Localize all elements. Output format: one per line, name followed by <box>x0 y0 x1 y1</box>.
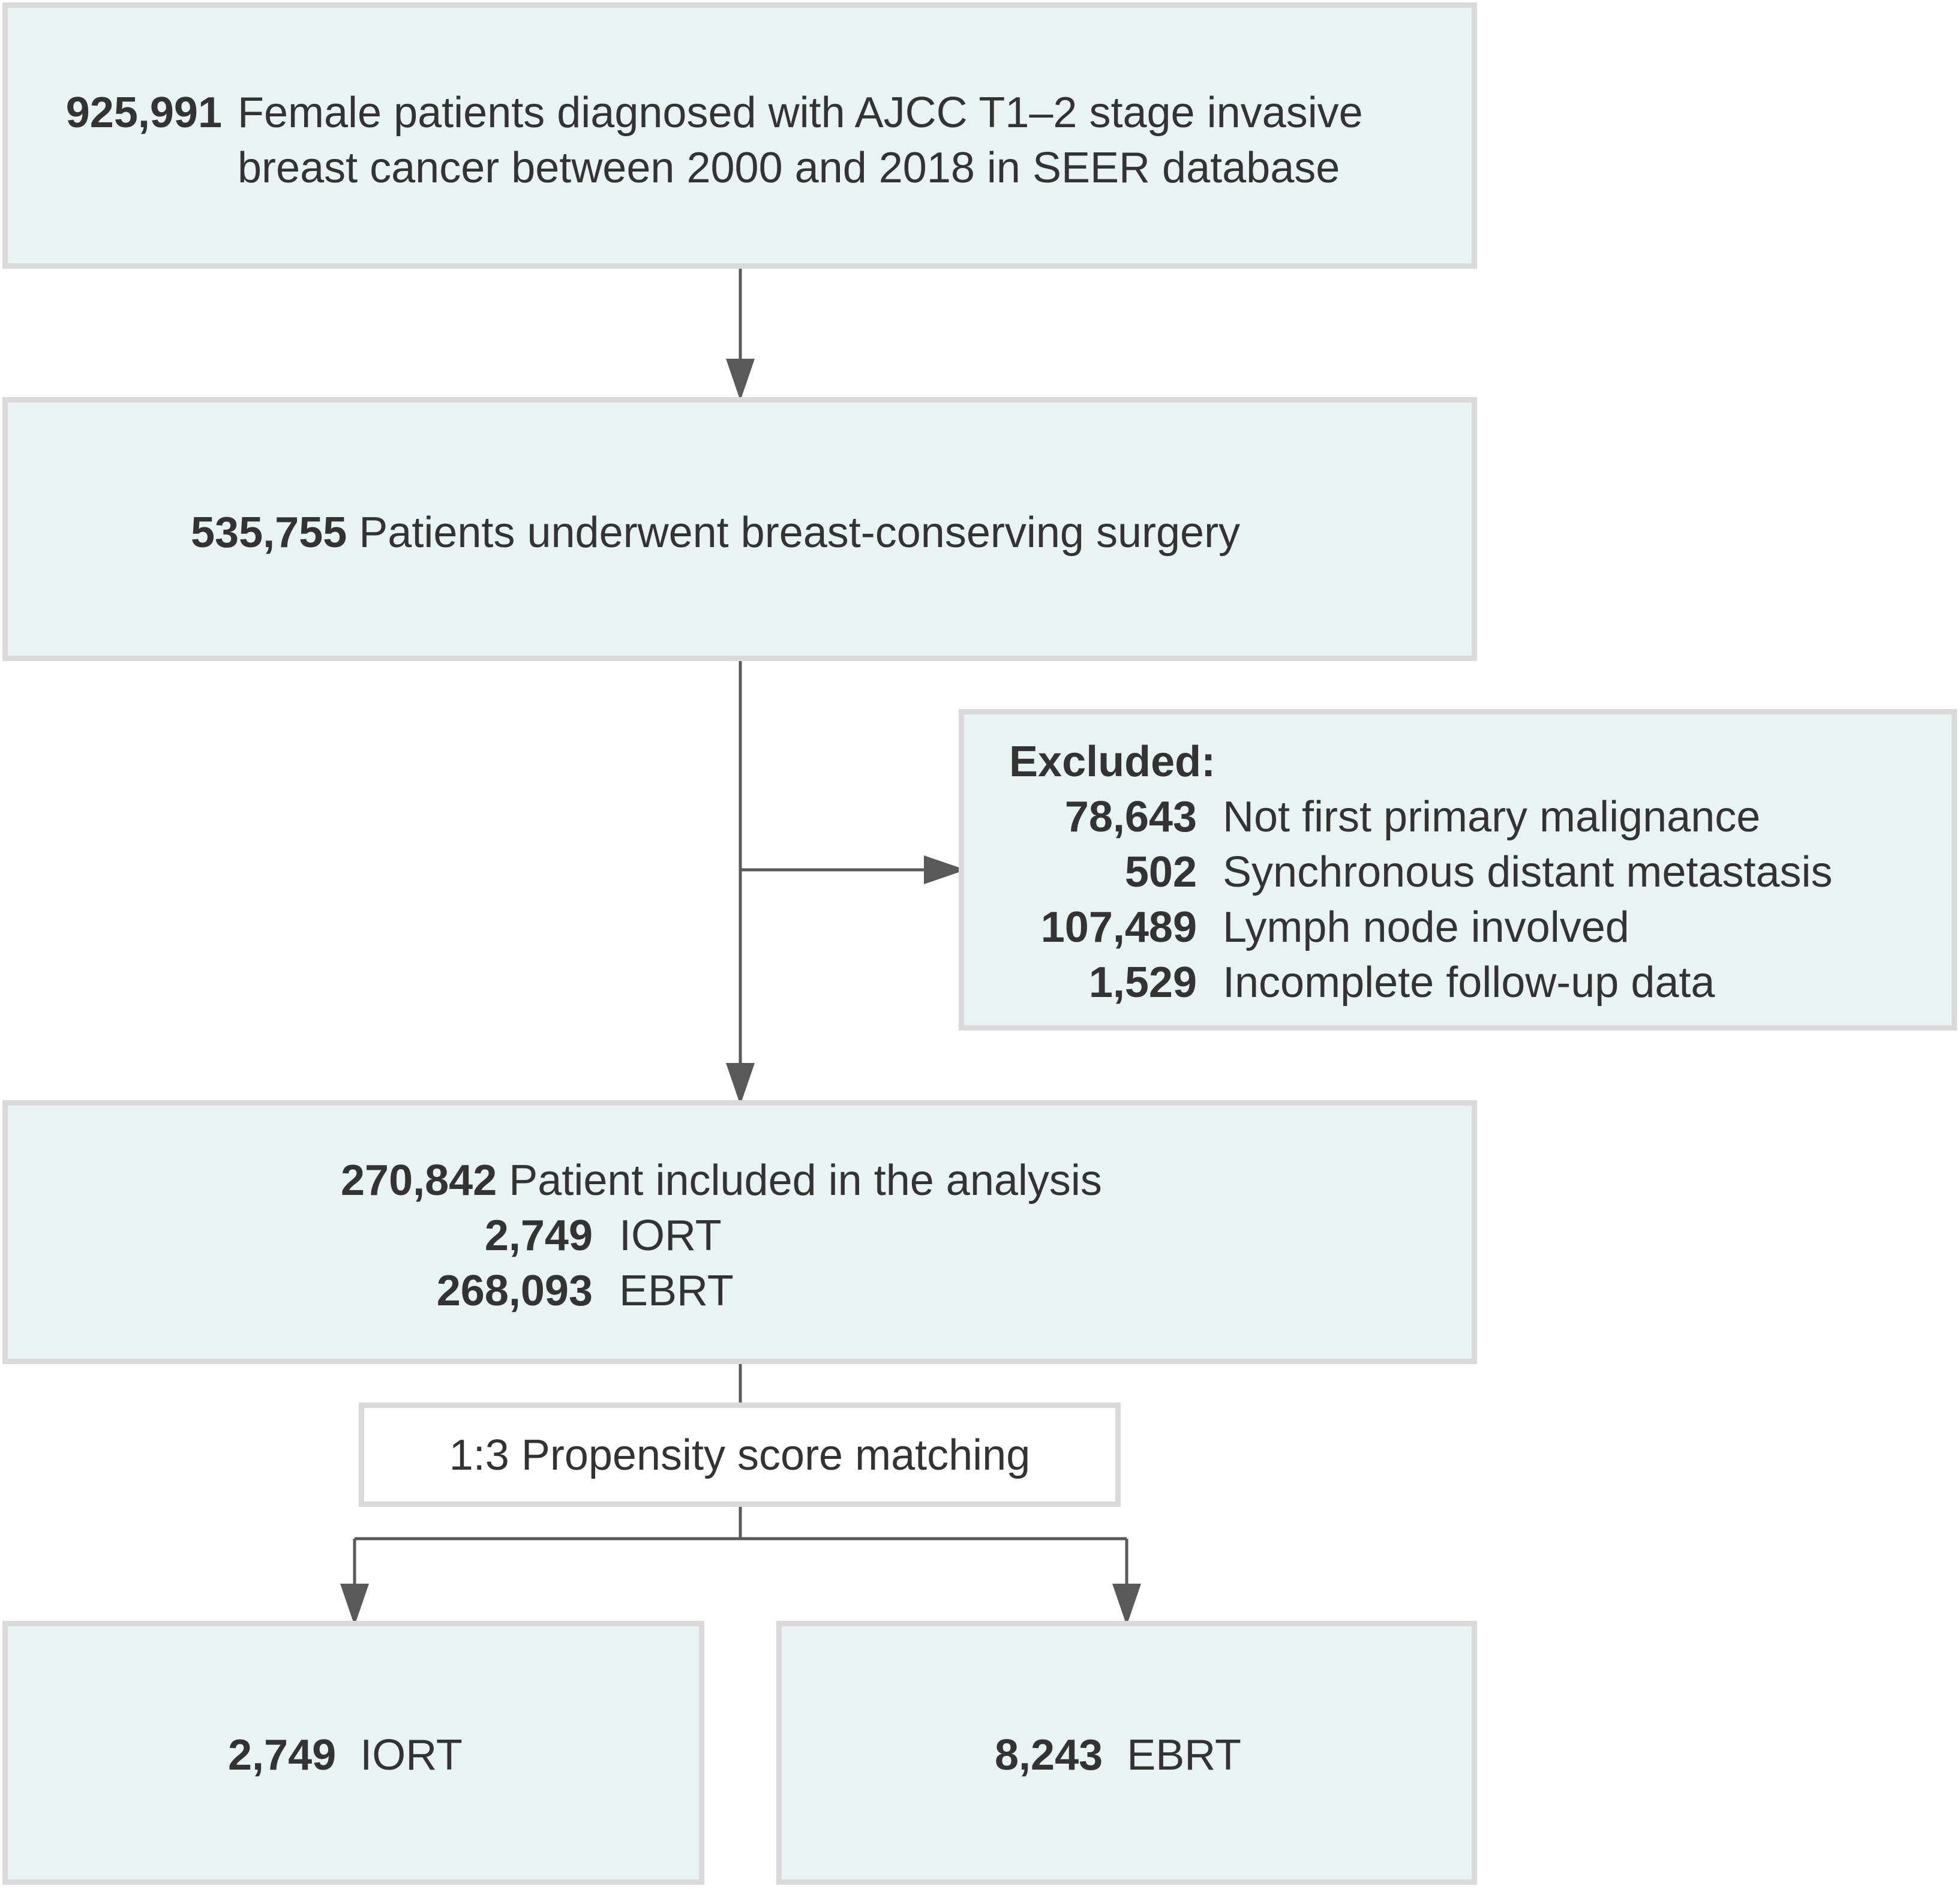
final-left-count: 2,749 <box>228 1731 337 1779</box>
arrowhead-excluded <box>924 855 966 884</box>
final-left-label: IORT <box>360 1731 463 1779</box>
final-right-box <box>776 1621 1477 1885</box>
step3-group-label-1: IORT <box>619 1212 722 1260</box>
step3-group-count-2: 268,093 <box>436 1267 593 1315</box>
step1-label-line1: Female patients diagnosed with AJCC T1–2… <box>238 89 1363 137</box>
step1-label-line2: breast cancer between 2000 and 2018 in S… <box>238 144 1340 192</box>
excluded-label-4: Incomplete follow-up data <box>1223 959 1715 1007</box>
step2-box <box>2 397 1477 661</box>
step3-label: Patient included in the analysis <box>509 1157 1102 1205</box>
arrowhead-final-left <box>340 1584 369 1626</box>
final-right-count: 8,243 <box>995 1731 1103 1779</box>
final-right-label: EBRT <box>1127 1731 1241 1779</box>
step3-main-text: 270,842 Patient included in the analysis <box>341 1153 1102 1208</box>
excluded-count-3: 107,489 <box>1040 903 1197 951</box>
step2-label: Patients underwent breast-conserving sur… <box>359 509 1241 557</box>
step2-text: 535,755 Patients underwent breast-conser… <box>191 505 1240 560</box>
step3-group-label-2: EBRT <box>619 1267 734 1315</box>
excluded-label-3: Lymph node involved <box>1223 903 1629 951</box>
step3-group-count-1: 2,749 <box>484 1212 593 1260</box>
excluded-box <box>959 709 1957 1031</box>
step1-count: 925,991 <box>65 89 222 137</box>
final-left-box <box>2 1621 704 1885</box>
step3-box <box>2 1100 1477 1364</box>
final-left-text: 2,749 IORT <box>228 1728 463 1783</box>
step1-box <box>2 2 1477 269</box>
matching-box <box>359 1403 1121 1507</box>
excluded-count-1: 78,643 <box>1064 793 1197 841</box>
excluded-count-4: 1,529 <box>1088 959 1197 1007</box>
arrowhead-step2 <box>726 359 755 401</box>
excluded-count-2: 502 <box>1124 848 1197 896</box>
arrowhead-final-right <box>1112 1584 1141 1626</box>
step2-count: 535,755 <box>191 509 347 557</box>
excluded-label-2: Synchronous distant metastasis <box>1223 848 1833 896</box>
matching-label: 1:3 Propensity score matching <box>449 1431 1031 1479</box>
excluded-label-1: Not first primary malignance <box>1223 793 1761 841</box>
excluded-heading: Excluded: <box>1009 738 1216 786</box>
arrowhead-step3 <box>726 1063 755 1105</box>
final-right-text: 8,243 EBRT <box>995 1728 1241 1783</box>
step3-count: 270,842 <box>341 1157 497 1205</box>
